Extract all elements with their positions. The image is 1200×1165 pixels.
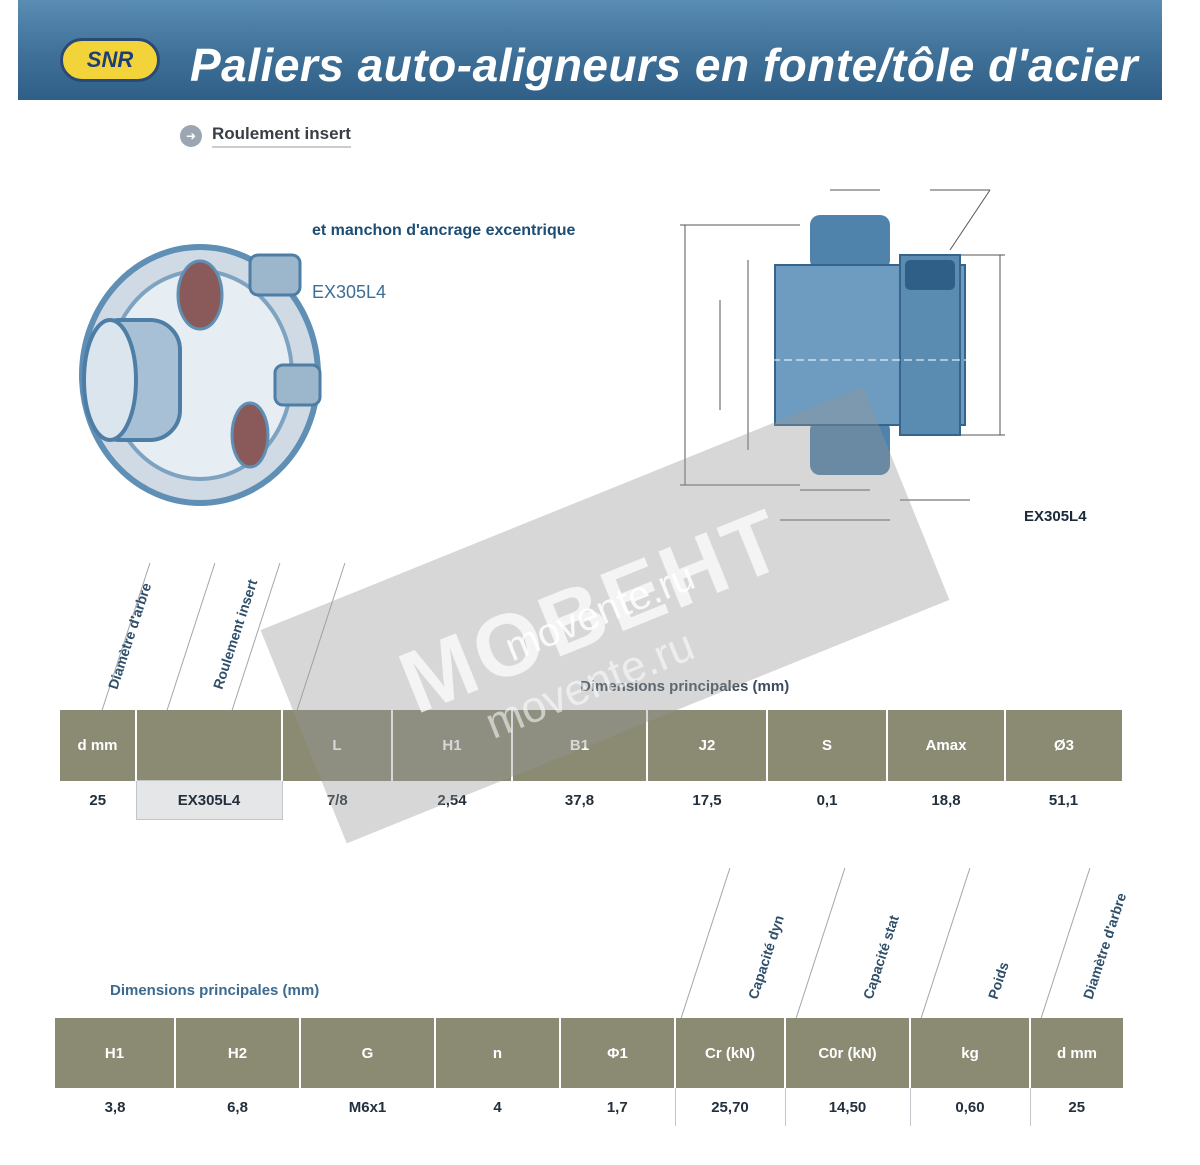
header-divider	[1040, 867, 1091, 1021]
description-reference: EX305L4	[312, 282, 387, 302]
table-cell: 0,60	[910, 1088, 1031, 1126]
table-header-cell: Ø3	[1005, 710, 1122, 781]
table-cell: 51,1	[1048, 791, 1079, 809]
rotated-label-weight: Poids	[984, 959, 1012, 1001]
dimensions-table-2: H1 H2 G n Φ1 Cr (kN) C0r (kN) kg d mm 3,…	[55, 1018, 1123, 1126]
diagram-reference-label: EX305L4	[1024, 508, 1087, 525]
table-cell: 1,7	[560, 1088, 676, 1126]
table2-group-label: Dimensions principales (mm)	[110, 982, 320, 999]
table-cell: EX305L4	[135, 780, 283, 820]
dimensions-table-1: d mm L H1 B1 J2 S Amax Ø3 25 EX305L4 7/8…	[60, 710, 1122, 820]
rotated-label-shaft-diameter: Diamètre d'arbre	[104, 580, 155, 691]
table-header-cell: Cr (kN)	[675, 1018, 786, 1088]
rotated-label-shaft-diameter-2: Diamètre d'arbre	[1079, 890, 1130, 1001]
table-row: 3,8 6,8 M6x1 4 1,7 25,70 14,50 0,60 25	[55, 1088, 1123, 1126]
table1-group-label: Dimensions principales (mm)	[580, 678, 790, 695]
table-cell: 14,50	[785, 1088, 911, 1126]
table-cell: 25	[60, 780, 137, 820]
section-subtitle: Roulement insert	[212, 124, 351, 148]
table-header-cell: Φ1	[560, 1018, 676, 1088]
table-header-cell: H1	[392, 710, 513, 781]
description-text: et manchon d'ancrage excentrique	[312, 222, 576, 239]
rotated-label-insert: Roulement insert	[209, 577, 261, 691]
table-header-cell: H1	[55, 1018, 176, 1088]
table-cell: 7/8	[326, 791, 348, 809]
table-cell: 3,8	[104, 1098, 126, 1116]
header-banner	[18, 0, 1162, 100]
bearing-insert-illustration	[79, 244, 322, 506]
arrow-bullet-icon: ➜	[180, 125, 202, 147]
table-cell: 0,1	[816, 791, 838, 809]
table-cell: 17,5	[692, 791, 722, 809]
table-header-row: H1 H2 G n Φ1 Cr (kN) C0r (kN) kg d mm	[55, 1018, 1123, 1088]
table-header-cell: C0r (kN)	[785, 1018, 911, 1088]
rotated-label-dynamic-capacity: Capacité dyn	[744, 913, 787, 1001]
header-divider	[795, 867, 846, 1021]
table-header-row: d mm L H1 B1 J2 S Amax Ø3	[60, 710, 1122, 781]
table-cell: 37,8	[564, 791, 595, 809]
table-header-cell: L	[282, 710, 393, 781]
table-header-cell: B1	[512, 710, 648, 781]
header-divider	[165, 562, 216, 716]
table-cell: 25,70	[675, 1088, 786, 1126]
technical-drawing	[680, 189, 1005, 521]
header-divider	[680, 867, 731, 1021]
table-cell: 2,54	[437, 791, 467, 809]
table-cell: 4	[493, 1098, 502, 1116]
table-header-cell: n	[435, 1018, 561, 1088]
brand-logo: SNR	[60, 38, 160, 82]
table-header-cell	[136, 710, 283, 781]
table-header-cell: G	[300, 1018, 436, 1088]
header-divider	[920, 867, 971, 1021]
table-header-cell: d mm	[1030, 1018, 1123, 1088]
rotated-label-static-capacity: Capacité stat	[859, 913, 902, 1001]
table-cell: 6,8	[227, 1098, 248, 1116]
table-cell: 25	[1068, 1098, 1086, 1116]
table-header-cell: J2	[647, 710, 768, 781]
table-cell: 18,8	[931, 791, 961, 809]
table-header-cell: d mm	[60, 710, 137, 781]
table-header-cell: kg	[910, 1018, 1031, 1088]
table-header-cell: S	[767, 710, 888, 781]
page-title: Paliers auto-aligneurs en fonte/tôle d'a…	[190, 39, 1139, 91]
table-cell: M6x1	[348, 1098, 387, 1116]
table-header-cell: Amax	[887, 710, 1006, 781]
table-header-cell: H2	[175, 1018, 301, 1088]
table-row: 25 EX305L4 7/8 2,54 37,8 17,5 0,1 18,8 5…	[60, 780, 1122, 820]
section-heading: ➜ Roulement insert	[180, 120, 351, 152]
